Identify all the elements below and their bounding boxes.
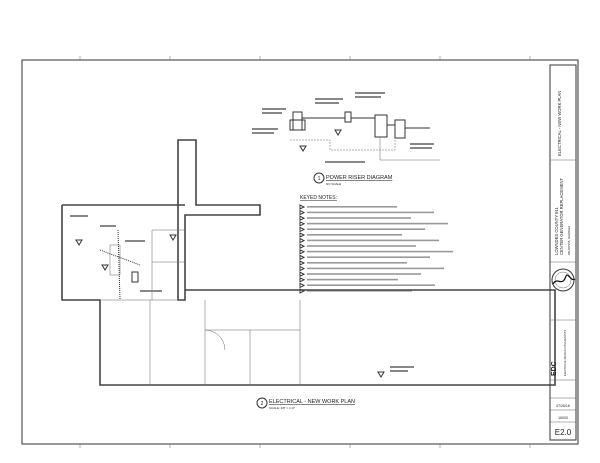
date: 07/26/16	[556, 404, 570, 408]
floor-plan: 2 ELECTRICAL - NEW WORK PLAN SCALE: 1/8"…	[61, 139, 556, 410]
keyed-note-line	[307, 206, 397, 208]
riser-number: 1	[318, 176, 321, 182]
keyed-note-marker	[299, 271, 306, 278]
project-line1: LOWNDES COUNTY 911	[554, 207, 559, 255]
keyed-note-line	[307, 234, 402, 236]
keyed-note-line	[307, 222, 448, 225]
title-block: ELECTRICAL - NEW WORK PLAN LOWNDES COUNT…	[549, 64, 577, 441]
riser-scale: NO SCALE	[326, 182, 341, 186]
border-ticks	[79, 56, 531, 448]
project-line2: CENTER GENERATOR REPLACEMENT	[559, 177, 564, 255]
sheet-title: ELECTRICAL - NEW WORK PLAN	[557, 91, 562, 156]
firm-logo: EDC	[551, 361, 558, 376]
keyed-note-line	[307, 250, 453, 253]
keyed-note-marker	[299, 220, 306, 227]
keyed-note-line	[307, 228, 425, 230]
plan-number: 2	[261, 401, 264, 407]
keyed-note-marker	[299, 237, 306, 244]
keyed-note-marker	[299, 265, 306, 272]
sheet-border	[21, 59, 579, 445]
keyed-note-marker	[299, 254, 306, 261]
keyed-note-marker	[299, 260, 306, 266]
keyed-note-marker	[299, 248, 306, 255]
plan-scale: SCALE: 1/8" = 1'-0"	[269, 406, 295, 410]
location: VALDOSTA, GEORGIA	[567, 226, 571, 255]
keyed-note-marker	[299, 209, 306, 216]
engineer-seal	[551, 268, 576, 292]
plan-title: ELECTRICAL - NEW WORK PLAN	[269, 399, 355, 405]
riser-title: POWER RISER DIAGRAM	[326, 175, 393, 181]
firm-name: ELECTRICAL DESIGN CONSULTANTS	[563, 330, 567, 376]
keyed-note-marker	[299, 204, 306, 210]
keyed-note-line	[307, 239, 439, 242]
sheet-number: E2.0	[555, 428, 572, 437]
keyed-note-line	[307, 278, 398, 281]
power-riser-diagram: 1 POWER RISER DIAGRAM NO SCALE	[252, 92, 440, 186]
project-number: 16003	[558, 416, 568, 420]
keyed-notes-title: KEYED NOTES:	[300, 195, 337, 201]
keyed-note-marker	[299, 215, 306, 222]
keyed-notes: KEYED NOTES:	[299, 195, 453, 294]
keyed-note-line	[307, 273, 421, 275]
keyed-note-line	[307, 284, 435, 286]
keyed-note-line	[307, 245, 416, 247]
keyed-note-marker	[299, 276, 306, 283]
keyed-note-line	[307, 256, 430, 258]
keyed-note-line	[307, 211, 434, 214]
keyed-note-marker	[299, 232, 306, 238]
keyed-note-marker	[299, 282, 306, 289]
keyed-note-line	[307, 217, 411, 219]
keyed-note-line	[307, 262, 407, 264]
keyed-note-marker	[299, 243, 306, 250]
keyed-note-line	[307, 267, 444, 270]
keyed-note-marker	[299, 226, 306, 233]
